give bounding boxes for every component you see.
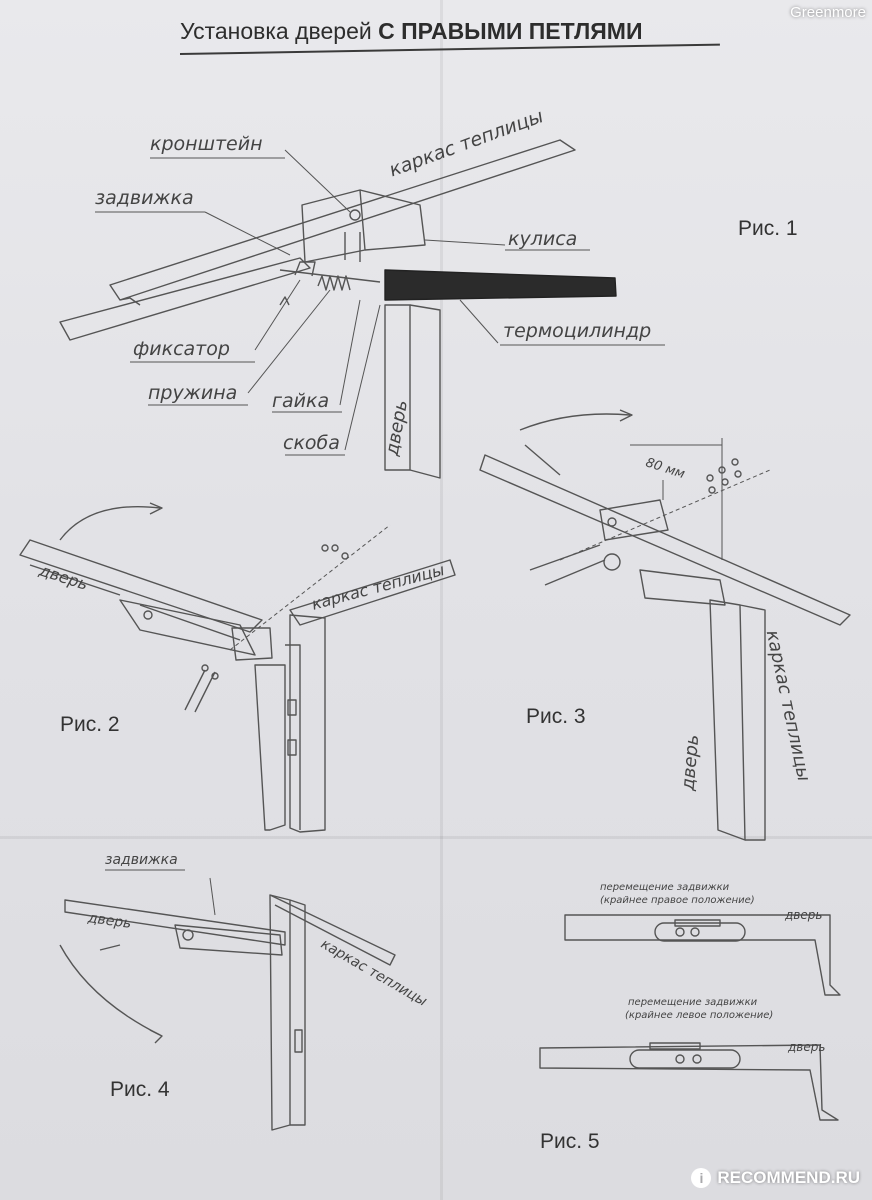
fig1-label-slot: кулиса bbox=[508, 228, 578, 250]
page-title: Установка дверей С ПРАВЫМИ ПЕТЛЯМИ bbox=[180, 18, 643, 45]
fig5-top-note-1: перемещение задвижки bbox=[600, 882, 730, 893]
fig1-label-nut: гайка bbox=[272, 390, 330, 412]
fig2-drawing bbox=[19, 502, 456, 833]
fig5-drawing bbox=[539, 914, 841, 1121]
watermark-top: Greenmore bbox=[790, 4, 866, 21]
fig5-bottom-note-1: перемещение задвижки bbox=[628, 997, 758, 1008]
title-bold: С ПРАВЫМИ ПЕТЛЯМИ bbox=[378, 18, 643, 44]
paper-fold-vertical bbox=[440, 0, 443, 1200]
fig4-drawing bbox=[59, 869, 396, 1131]
fig5-caption: Рис. 5 bbox=[540, 1130, 600, 1153]
fig5-top-note-2: (крайнее правое положение) bbox=[600, 895, 755, 906]
fig4-label-latch: задвижка bbox=[105, 852, 178, 868]
thermocylinder-shape bbox=[384, 269, 617, 301]
fig5-door-top: дверь bbox=[785, 908, 823, 922]
fig1-caption: Рис. 1 bbox=[738, 217, 798, 240]
fig1-label-clamp: скоба bbox=[283, 432, 340, 454]
fig1-label-latch: задвижка bbox=[95, 187, 194, 209]
fig5-bottom-note-2: (крайнее левое положение) bbox=[625, 1010, 774, 1021]
fig1-drawing bbox=[59, 139, 665, 479]
fig1-label-spring: пружина bbox=[148, 382, 238, 404]
fig4-caption: Рис. 4 bbox=[110, 1078, 170, 1101]
watermark-bottom-text: RECOMMEND.RU bbox=[717, 1168, 860, 1187]
title-normal: Установка дверей bbox=[180, 18, 372, 44]
fig5-door-bottom: дверь bbox=[788, 1040, 826, 1054]
fig3-caption: Рис. 3 bbox=[526, 705, 586, 728]
watermark-bottom: i RECOMMEND.RU bbox=[691, 1168, 860, 1188]
fig1-label-cylinder: термоцилиндр bbox=[503, 320, 652, 342]
fig3-drawing bbox=[479, 409, 851, 841]
paper-fold-horizontal bbox=[0, 836, 872, 839]
fig1-label-bracket: кронштейн bbox=[150, 133, 263, 155]
fig1-label-retainer: фиксатор bbox=[133, 338, 230, 360]
recommend-logo-icon: i bbox=[691, 1168, 712, 1188]
fig2-caption: Рис. 2 bbox=[60, 713, 120, 736]
